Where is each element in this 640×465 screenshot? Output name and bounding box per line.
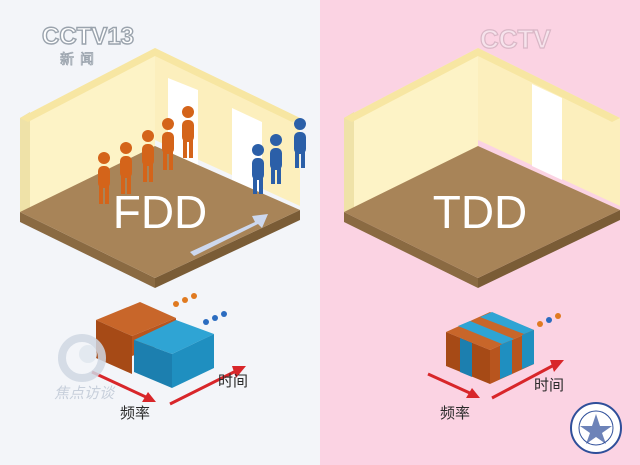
fdd-floor-side: [20, 212, 155, 288]
tdd-left-wall-side: [344, 112, 354, 212]
fdd-blue-dot-2: [212, 315, 218, 321]
focus-interview-emblem-inner: [79, 345, 97, 363]
tdd-floor: [344, 146, 620, 278]
cctv13-logo: CCTV13 新闻: [41, 22, 134, 68]
tdd-frequency-label: 频率: [440, 404, 470, 422]
tdd-label: TDD: [433, 186, 528, 238]
tdd-dot-1: [537, 321, 543, 327]
person-blue-1: [252, 144, 264, 194]
fdd-time-axis: [169, 368, 239, 406]
tdd-block-top-stripe-2: [480, 312, 534, 334]
tdd-frequency-arrowhead: [466, 388, 480, 398]
tdd-frequency-axis: [427, 372, 473, 396]
focus-interview-text: 焦点访谈: [54, 384, 116, 402]
fdd-blocks: [96, 293, 227, 388]
tdd-block-side-stripe-1: [500, 340, 512, 379]
tdd-room: [344, 48, 620, 288]
fdd-floor-side-right: [155, 210, 300, 288]
person-orange-3: [142, 130, 154, 182]
cctv13-sub-text: 新闻: [60, 52, 100, 68]
fdd-left-wall-side: [20, 112, 30, 212]
fdd-blue-block-front: [134, 340, 172, 388]
fdd-blue-block-top: [134, 320, 214, 354]
fdd-frequency-label: 频率: [120, 404, 150, 422]
focus-interview-emblem: [58, 334, 106, 382]
tdd-floor-side: [344, 212, 478, 288]
fdd-blue-people: [252, 118, 306, 194]
fdd-floor-arrow: [190, 214, 268, 256]
fdd-orange-dot-2: [182, 297, 188, 303]
fdd-time-arrowhead: [232, 366, 246, 378]
fdd-blue-block-side: [172, 334, 214, 388]
university-seal-icon: [570, 402, 622, 454]
fdd-orange-block-top: [96, 302, 176, 336]
tdd-block: [446, 312, 561, 384]
fdd-blue-dot-1: [203, 319, 209, 325]
tdd-time-label: 时间: [534, 376, 564, 394]
fdd-frequency-axis: [91, 370, 149, 400]
person-blue-2: [270, 134, 282, 184]
fdd-orange-dot-1: [173, 301, 179, 307]
person-orange-4: [162, 118, 174, 170]
tdd-time-axis: [491, 362, 557, 400]
cctv-watermark-logo: CCTV: [479, 23, 552, 54]
fdd-orange-queue: [98, 106, 194, 204]
fdd-orange-dot-3: [191, 293, 197, 299]
focus-interview-logo: 焦点访谈: [54, 334, 116, 402]
tdd-dot-2: [546, 317, 552, 323]
tdd-time-arrowhead: [550, 360, 564, 372]
cctv-watermark-text: CCTV: [480, 24, 551, 54]
cctv13-logo-text: CCTV13: [42, 23, 134, 50]
tdd-axes: [427, 360, 564, 400]
person-orange-2: [120, 142, 132, 194]
person-orange-5: [182, 106, 194, 158]
fdd-blue-dot-3: [221, 311, 227, 317]
fdd-axes: [91, 366, 246, 406]
fdd-time-label: 时间: [218, 372, 248, 390]
tdd-door: [532, 84, 562, 180]
tdd-block-side-stripe-2: [522, 330, 534, 369]
person-blue-3: [294, 118, 306, 168]
fdd-floor: [20, 146, 300, 278]
fdd-frequency-arrowhead: [142, 392, 156, 402]
tdd-dot-3: [555, 313, 561, 319]
tdd-floor-side-right: [478, 210, 620, 288]
tdd-block-front-stripe: [460, 338, 472, 377]
fdd-label: FDD: [113, 186, 208, 238]
tdd-block-top-stripe-1: [458, 321, 514, 344]
person-orange-1: [98, 152, 110, 204]
